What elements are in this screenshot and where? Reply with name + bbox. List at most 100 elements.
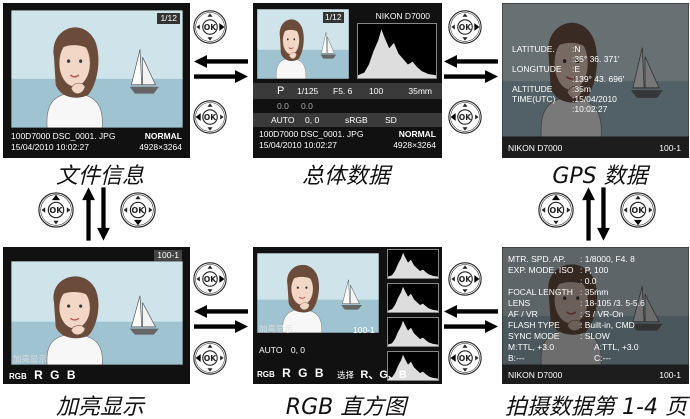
aperture: F5. 6 bbox=[333, 86, 353, 96]
white-balance: AUTO 0, 0 bbox=[259, 346, 305, 355]
highlights-screen: 100-1 加亮显示 RGB R G B bbox=[3, 247, 190, 384]
histogram-green bbox=[387, 317, 439, 347]
file-info-screen: 1/12 100D7000 DSC_0001. JPG NORMAL 15/04… bbox=[3, 3, 190, 158]
select-hint: 选择 R、G、B bbox=[337, 370, 407, 381]
wb-row bbox=[253, 113, 442, 127]
folder-name: 100D7000 bbox=[259, 129, 299, 139]
rgb-histogram-screen: 加亮显示 100-1 AUTO 0, 0 RGB R G B 选择 R、G、B bbox=[253, 247, 442, 384]
longitude-label: LONGITUDE bbox=[512, 64, 562, 74]
multi-selector-up-icon bbox=[538, 192, 574, 228]
frame-counter: 100-1 bbox=[154, 250, 182, 261]
date-time: 15/04/2010 10:02:27 bbox=[11, 142, 89, 152]
multi-selector-left-icon bbox=[193, 100, 227, 134]
shooting-row-label: LENS bbox=[508, 298, 531, 308]
latitude-label: LATITUDE. bbox=[512, 44, 555, 54]
multi-selector-right-icon bbox=[193, 10, 227, 44]
exposure-mode: P bbox=[277, 85, 285, 97]
up-down-arrows bbox=[80, 186, 112, 242]
caption-file-info: 文件信息 bbox=[55, 164, 144, 189]
overview-screen: 1/12 NIKON D7000 P 1/125 F5. 6 100 35mm … bbox=[253, 3, 442, 158]
folder-name: 100D7000 bbox=[11, 131, 51, 141]
altitude-value: :35m bbox=[572, 84, 591, 94]
photo-thumbnail bbox=[11, 261, 183, 365]
rgb-channel-row: RGB R G B bbox=[9, 369, 76, 381]
channel-r: R bbox=[282, 366, 291, 380]
shooting-row-value: : 1/8000, F4. 8 bbox=[580, 254, 635, 264]
shooting-row-label: FOCAL LENGTH bbox=[508, 287, 573, 297]
flash-compensation: 0.0 bbox=[301, 101, 313, 111]
wb-fine-tune: 0, 0 bbox=[290, 345, 306, 355]
caption-overview: 总体数据 bbox=[301, 164, 390, 189]
shooting-row-value: : S / VR-On bbox=[580, 309, 624, 319]
histogram-red bbox=[387, 283, 439, 313]
caption-gps: GPS 数据 bbox=[552, 164, 648, 189]
shooting-row-value: : Built-in, CMD bbox=[580, 320, 635, 330]
shooting-row-label: AF / VR bbox=[508, 309, 538, 319]
shooting-data-screen: MTR. SPD. AP. : 1/8000, F4. 8 EXP. MODE, I… bbox=[502, 247, 689, 384]
shooting-row-label: SYNC MODE bbox=[508, 331, 560, 341]
frame-counter: 100-1 bbox=[659, 143, 681, 153]
channel-r: R bbox=[34, 368, 43, 382]
caption-rgb-histogram: RGB 直方图 bbox=[285, 395, 407, 419]
portrait-image bbox=[11, 261, 183, 365]
shooting-row-value: C:--- bbox=[594, 353, 611, 363]
file-name: DSC_0001. JPG bbox=[52, 131, 116, 141]
multi-selector-right-icon bbox=[193, 262, 227, 296]
rgb-icon: RGB bbox=[257, 370, 275, 379]
shooting-row-label: EXP. MODE, ISO bbox=[508, 265, 574, 275]
left-right-arrows bbox=[194, 302, 248, 336]
camera-name: NIKON D7000 bbox=[508, 370, 563, 380]
white-balance: AUTO bbox=[271, 115, 295, 125]
multi-selector-up-icon bbox=[38, 192, 74, 228]
gps-footer bbox=[502, 137, 689, 158]
color-space: sRGB bbox=[345, 115, 368, 125]
date-time: 15/04/2010 10:02:27 bbox=[259, 140, 337, 150]
shooting-row-value: : P, 100 bbox=[580, 265, 609, 275]
image-size: 4928×3264 bbox=[139, 142, 182, 152]
caption-highlights: 加亮显示 bbox=[55, 395, 144, 419]
photo-thumbnail bbox=[257, 253, 379, 333]
time-value: :10:02:27 bbox=[572, 104, 608, 114]
portrait-image bbox=[11, 10, 183, 128]
frame-counter: 1/12 bbox=[157, 13, 180, 24]
longitude-value: :139° 43. 696' bbox=[572, 74, 625, 84]
shooting-footer bbox=[502, 365, 689, 384]
histogram-blue bbox=[387, 351, 439, 381]
photo-thumbnail bbox=[11, 10, 183, 128]
channel-b: B bbox=[66, 368, 76, 382]
multi-selector-down-icon bbox=[620, 192, 656, 228]
channel-g: G bbox=[298, 366, 308, 380]
wb-fine-tune: 0, 0 bbox=[305, 115, 320, 125]
multi-selector-right-icon bbox=[448, 262, 482, 296]
focal-length: 35mm bbox=[408, 86, 432, 96]
histogram-all bbox=[387, 249, 439, 279]
file-name: DSC_0001. JPG bbox=[300, 129, 364, 139]
left-right-arrows bbox=[444, 302, 498, 336]
latitude-value: :35° 36. 371' bbox=[572, 54, 620, 64]
portrait-image bbox=[257, 253, 379, 333]
picture-control: SD bbox=[385, 115, 397, 125]
left-right-arrows bbox=[194, 52, 248, 86]
image-size: 4928×3264 bbox=[393, 140, 436, 150]
shooting-row-value: A:TTL, +3.0 bbox=[594, 342, 639, 352]
select-label: 选择 bbox=[337, 370, 355, 380]
channel-b: B bbox=[314, 366, 324, 380]
folder-file-line: 100D7000 DSC_0001. JPG bbox=[259, 130, 363, 139]
rgb-channel-row: RGB R G B bbox=[257, 367, 324, 379]
folder-file-line: 100D7000 DSC_0001. JPG bbox=[11, 132, 115, 141]
quality-label: NORMAL bbox=[398, 129, 436, 139]
shooting-row-value: : 0.0 bbox=[580, 276, 597, 286]
shooting-row-value: : 35mm bbox=[580, 287, 609, 297]
exposure-row bbox=[253, 83, 442, 99]
shooting-row-label: M:TTL, +3.0 bbox=[508, 342, 555, 352]
shooting-row-label: FLASH TYPE bbox=[508, 320, 560, 330]
latitude-dir: :N bbox=[572, 44, 581, 54]
channel-list: R、G、B bbox=[360, 369, 407, 381]
multi-selector-left-icon bbox=[448, 341, 482, 375]
rgb-icon: RGB bbox=[9, 372, 27, 381]
frame-counter: 100-1 bbox=[659, 370, 681, 380]
frame-counter: 1/12 bbox=[323, 12, 344, 23]
shooting-row-label: MTR. SPD. AP. bbox=[508, 254, 566, 264]
left-right-arrows bbox=[444, 52, 498, 86]
quality-label: NORMAL bbox=[144, 131, 182, 141]
